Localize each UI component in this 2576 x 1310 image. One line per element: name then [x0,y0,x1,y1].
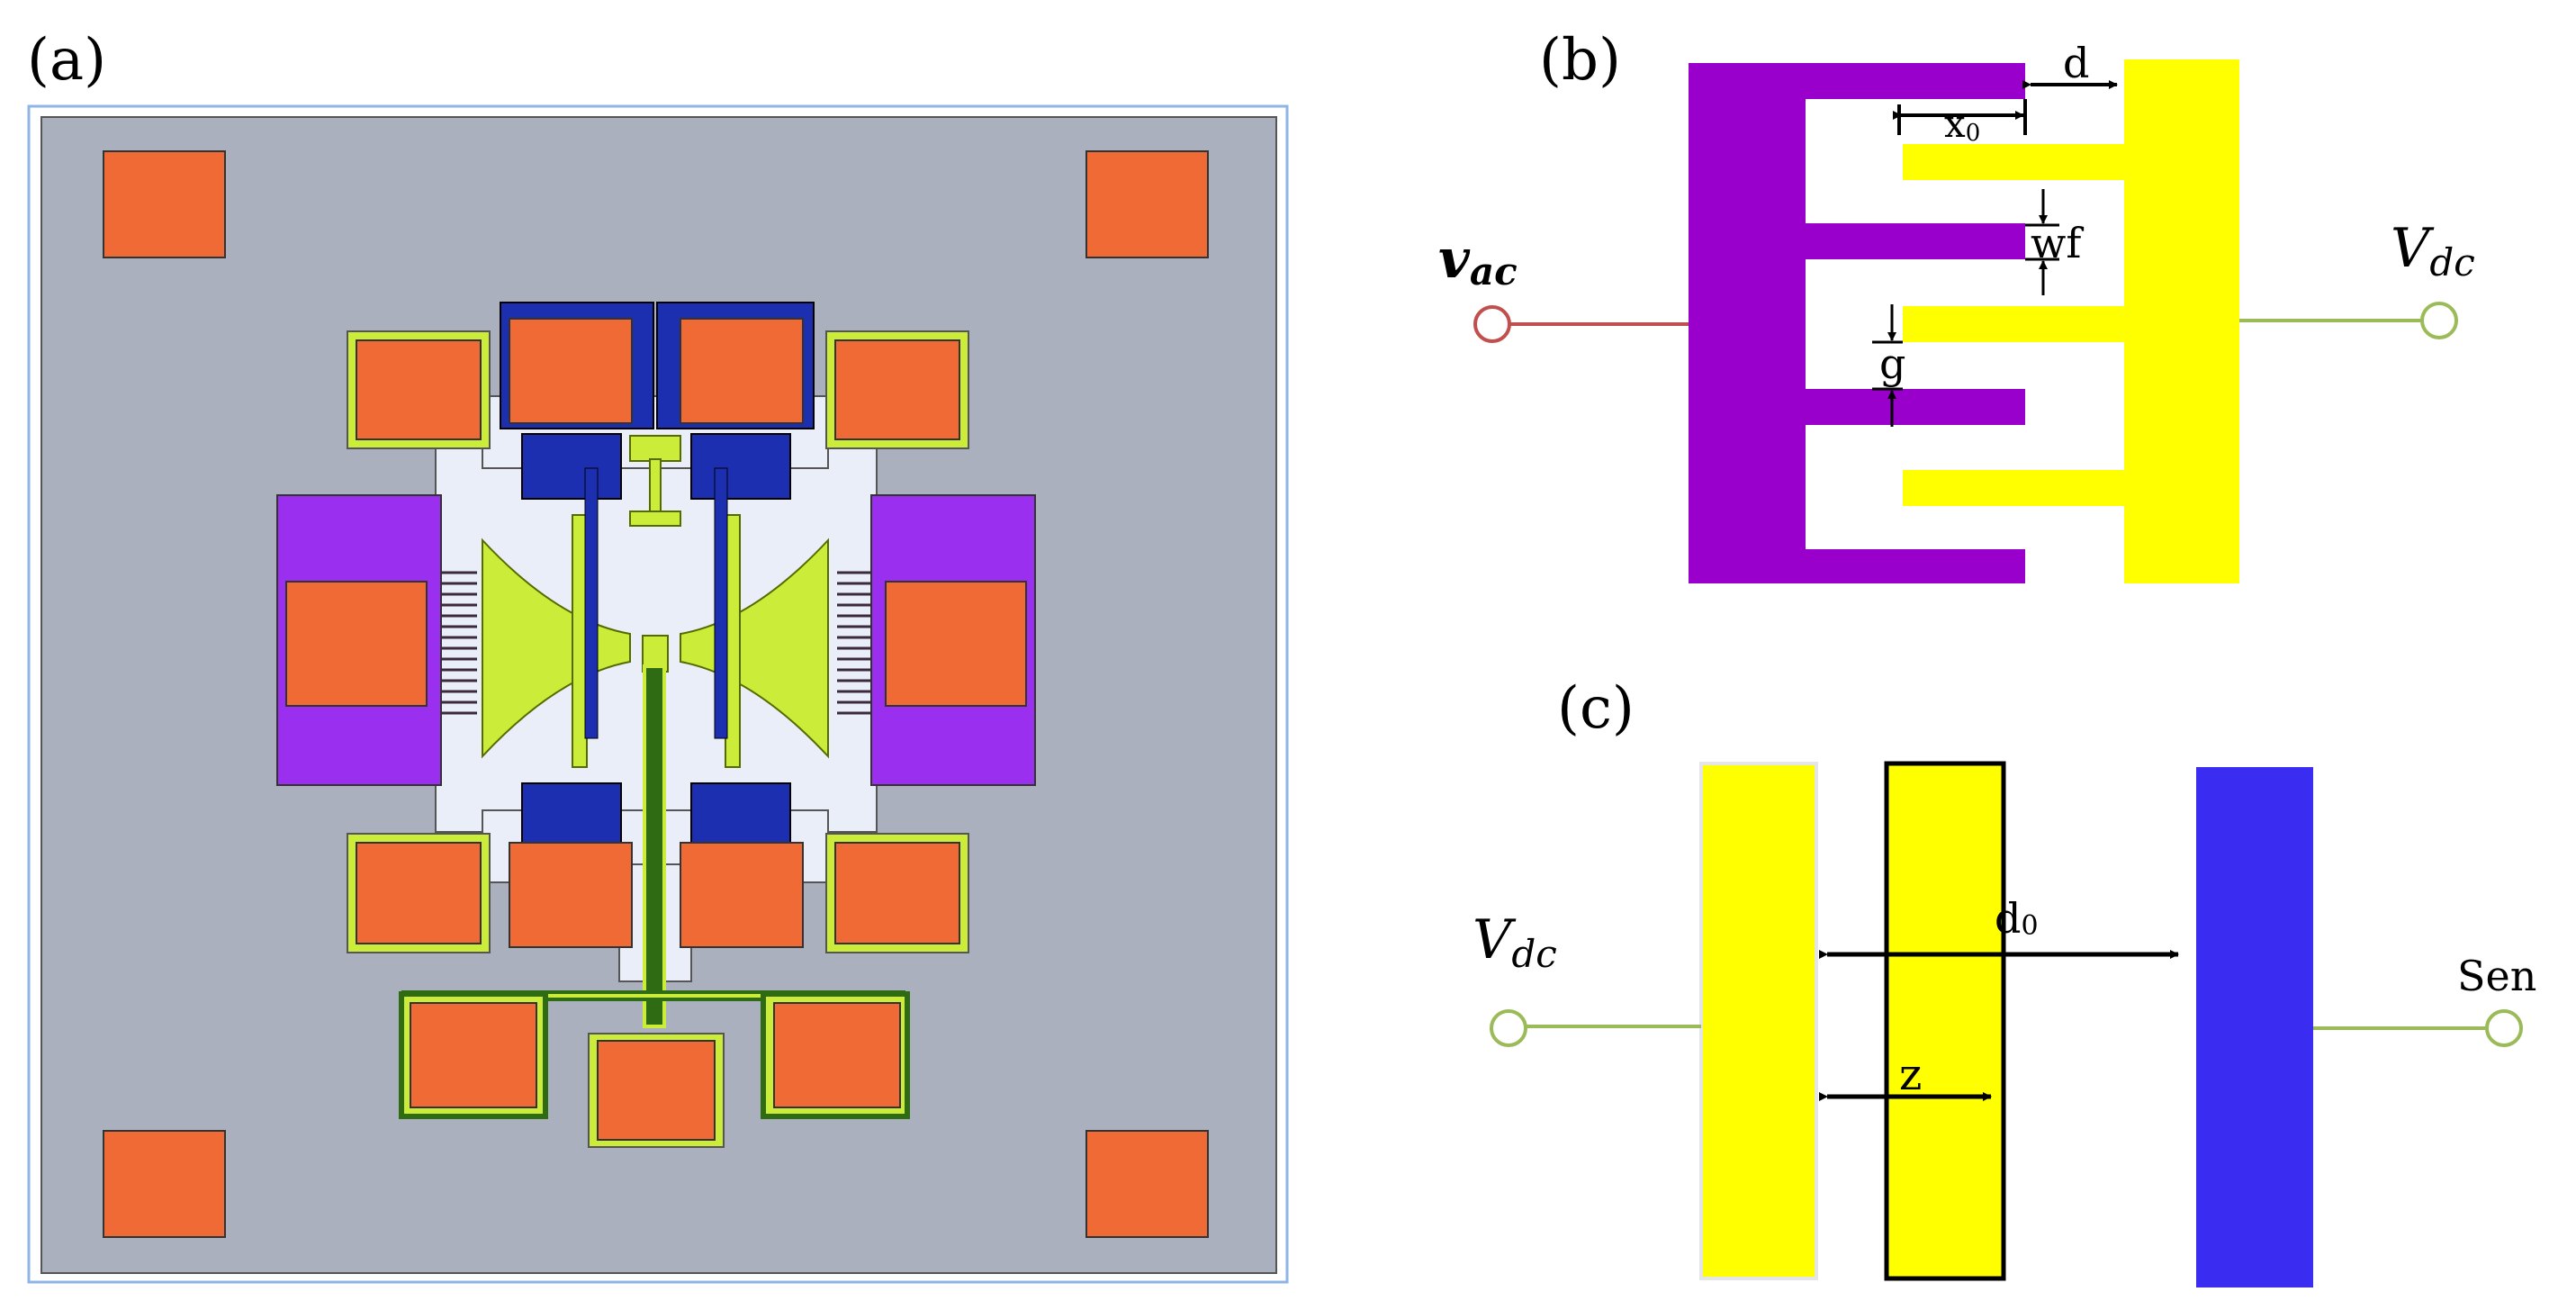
pad-bottom-right-inner [680,842,804,948]
blue-electrode-top-left [521,433,622,500]
comb-left [441,571,477,715]
top-anchor [629,435,681,462]
comb-right [837,571,871,715]
pad-top-right-inner [680,318,804,424]
corner-pad-top-left [103,150,226,258]
corner-pad-bottom-right [1085,1130,1209,1238]
dim-d0-label: d0 [1995,894,2039,943]
center-trace [643,664,666,1028]
pad-lr [834,842,960,944]
pad-ll [356,842,482,944]
top-tether [649,458,662,514]
dim-g-label: g [1879,339,1905,388]
device-core [401,395,905,1028]
fixed-yellow-electrode [1699,762,1818,1280]
vdc-terminal-b [2420,302,2458,339]
pad-bottom-left-inner [509,842,633,948]
yellow-comb-spine [2124,59,2239,583]
pad-left-purple [285,581,428,707]
blue-electrode-top-right [690,433,791,500]
pad-top-left-inner [509,318,633,424]
pad-bottom-c [597,1040,716,1141]
dim-z-label: z [1899,1050,1922,1100]
panel-c: (c) Vdc Sen d0 z [1473,675,2536,1287]
vdc-terminal-c [1490,1009,1527,1047]
purple-finger-2 [1804,223,2025,259]
panel-a-label: (a) [27,27,106,94]
yellow-finger-3 [1903,470,2126,506]
vac-terminal [1473,305,1511,343]
vdc-symbol-b: Vdc [2391,217,2475,285]
vdc-symbol-c: Vdc [1473,908,1557,976]
dim-wf-label: wf [2031,219,2084,267]
panel-a: (a) [27,27,1289,1284]
purple-finger-3 [1804,389,2025,425]
blue-finger-left [584,467,599,739]
corner-pad-bottom-left [103,1130,226,1238]
pad-bottom-l [410,1002,537,1108]
left-flare [482,538,631,759]
blue-electrode-bottom-right [690,782,791,844]
corner-pad-top-right [1085,150,1209,258]
purple-comb [1689,63,2025,583]
movable-yellow-electrode [1884,761,2006,1281]
blue-electrode-bottom-left [521,782,622,844]
pad-right-purple [885,581,1027,707]
sen-label: Sen [2457,952,2536,1000]
pad-bottom-r [773,1002,901,1108]
blue-finger-right [714,467,728,739]
top-crossbar [629,510,681,527]
purple-comb-spine [1689,63,1806,583]
purple-finger-1 [1804,63,2025,99]
vac-symbol: vac [1438,228,1518,294]
dim-x0-label: x0 [1944,102,1980,147]
purple-finger-4 [1804,549,2025,583]
blue-sense-electrode [2196,767,2313,1287]
panel-b-label: (b) [1539,27,1621,94]
sen-terminal [2485,1009,2523,1047]
dim-d-label: d [2063,39,2089,87]
yellow-comb [1903,59,2239,583]
pad-ul [356,339,482,440]
yellow-finger-1 [1903,144,2126,180]
yellow-finger-2 [1903,306,2126,342]
panel-c-label: (c) [1557,675,1635,742]
pad-ur [834,339,960,440]
right-flare [680,538,829,759]
panel-b: (b) vac Vdc d x0 [1438,27,2475,583]
